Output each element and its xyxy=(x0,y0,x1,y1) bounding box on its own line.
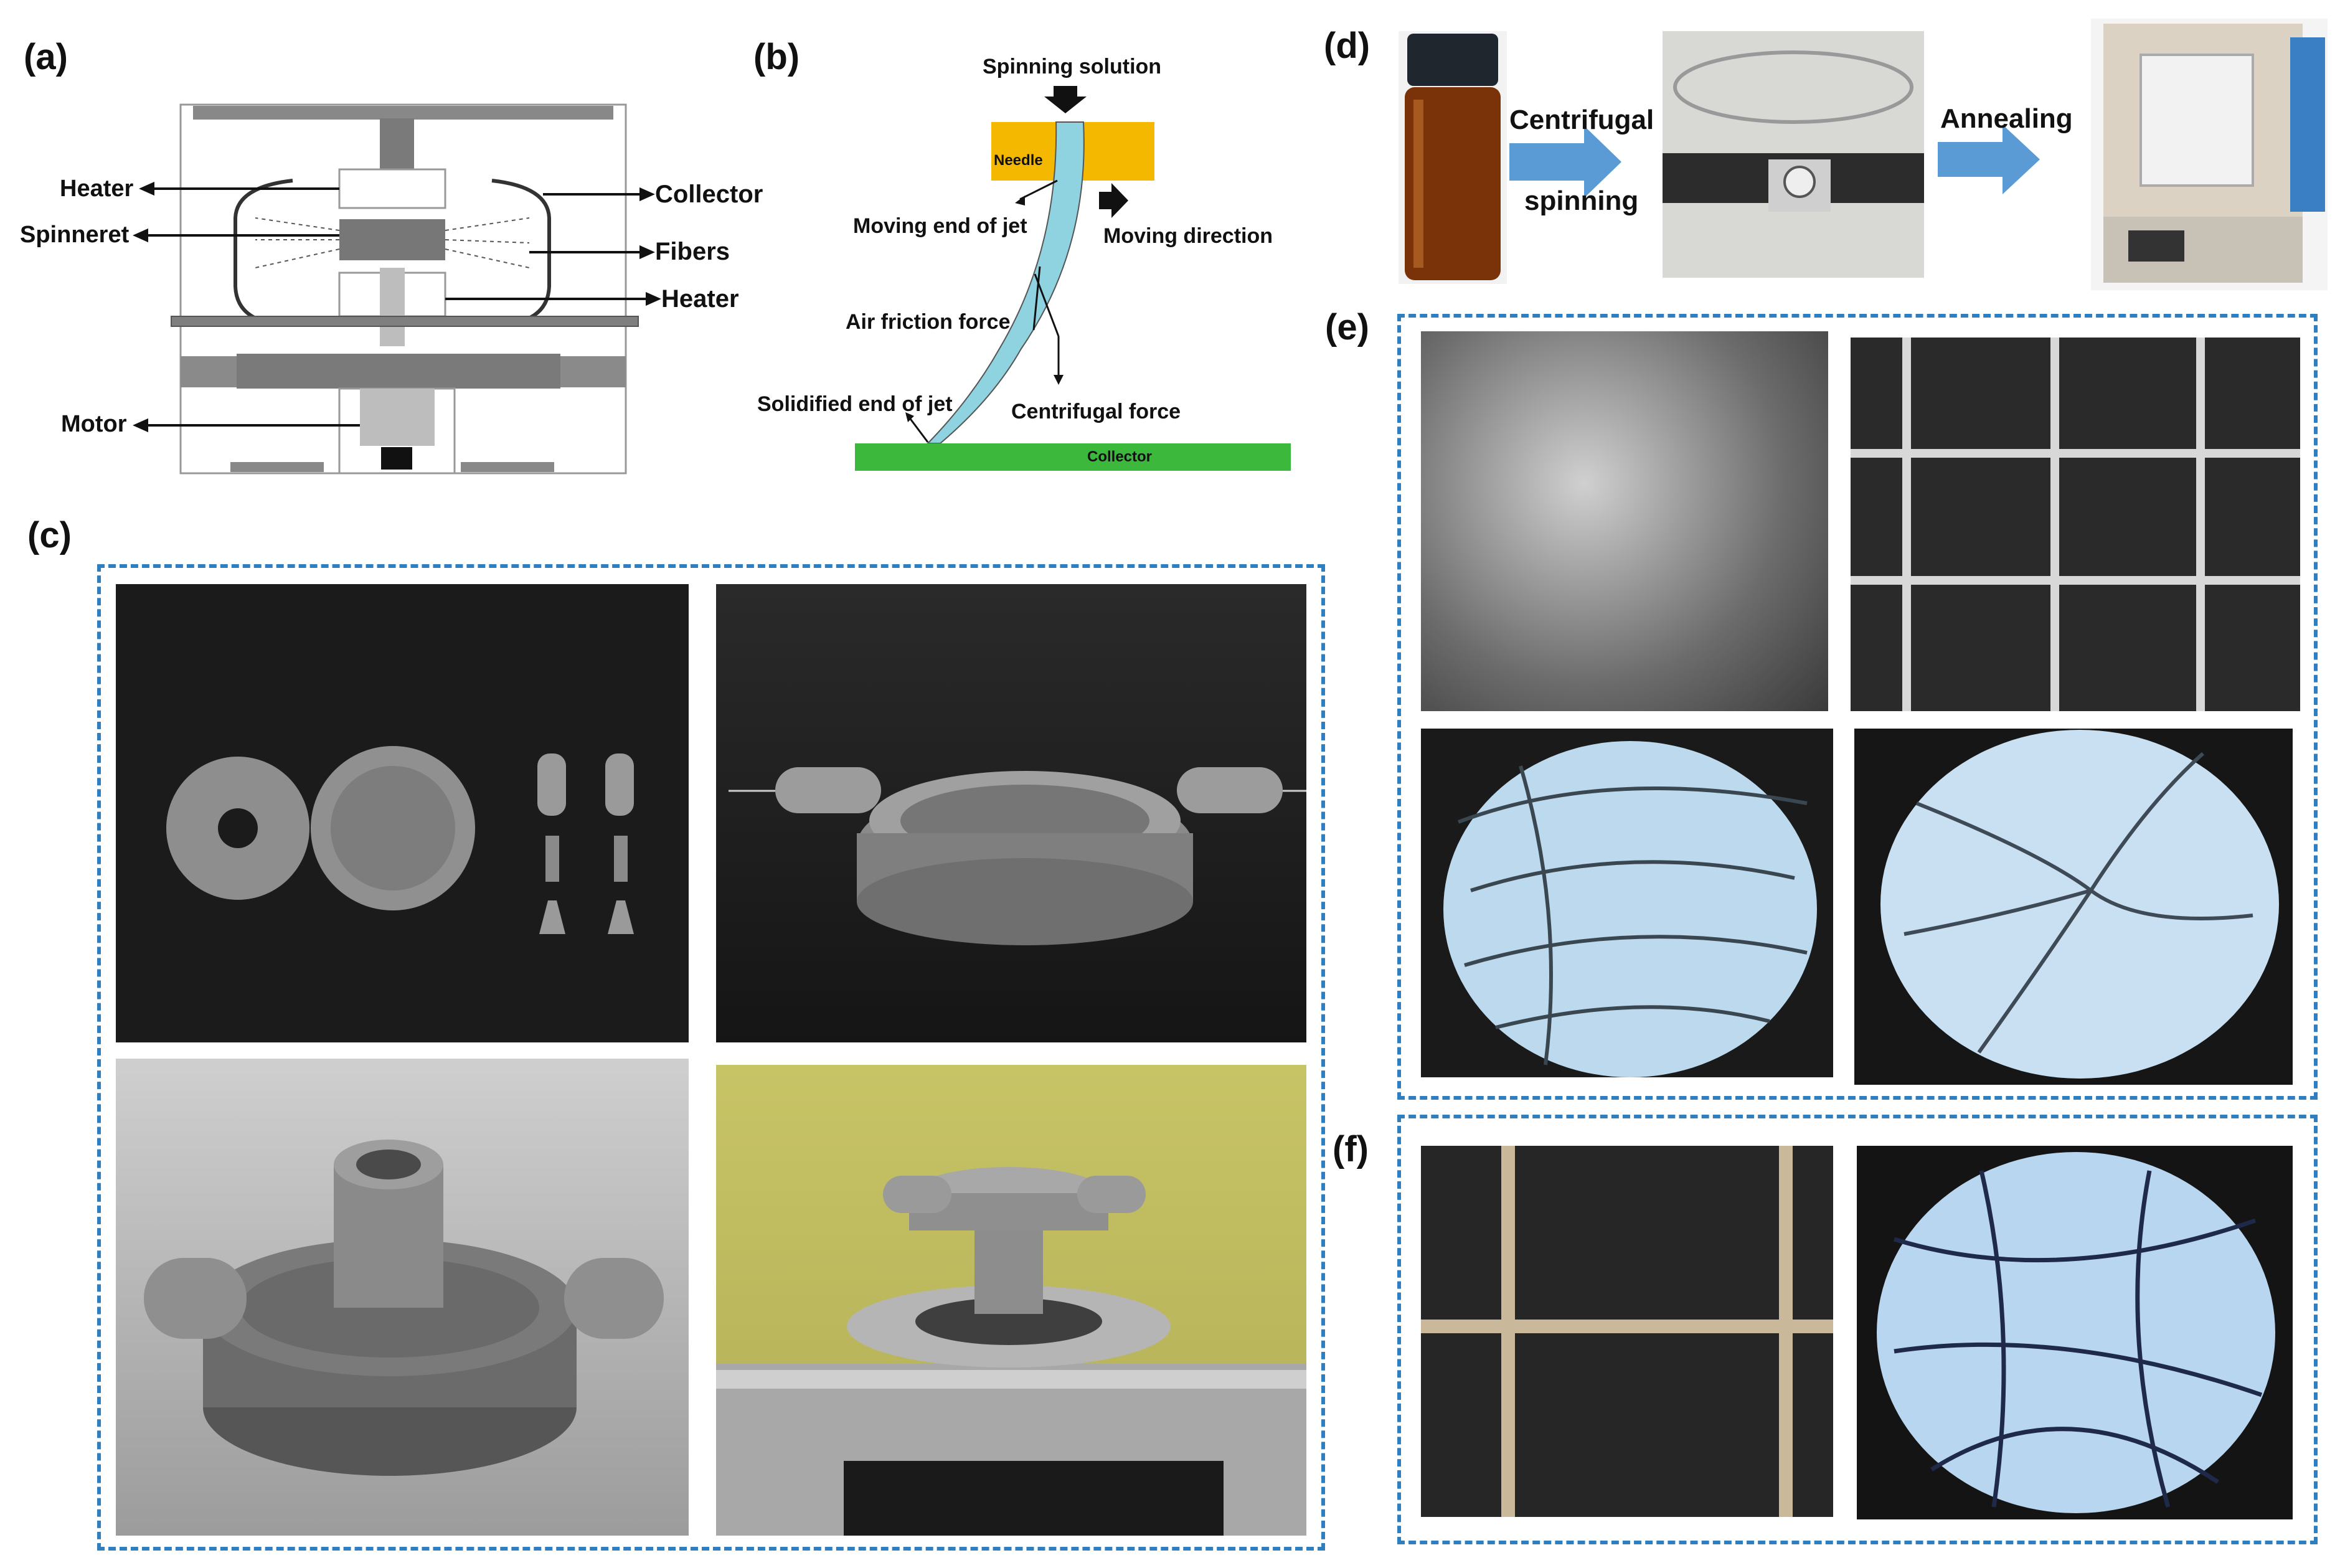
panel-e-label: (e) xyxy=(1325,307,1369,347)
heater-bottom-label: Heater xyxy=(661,285,739,313)
micrograph-fibers-dense xyxy=(1421,729,1833,1077)
heater-top-label: Heater xyxy=(60,176,134,202)
annealed-micrograph-photo xyxy=(1857,1146,2293,1519)
centrifugal-spinning-apparatus-drawing xyxy=(133,103,661,475)
centrifugal-step-label-line1: Centrifugal xyxy=(1509,105,1654,135)
air-friction-label: Air friction force xyxy=(846,310,1011,334)
collector-bar-label: Collector xyxy=(1087,448,1153,465)
solution-vial-photo xyxy=(1399,31,1507,284)
jet-forces-drawing xyxy=(855,86,1291,471)
spinning-collector-cage-photo xyxy=(1663,31,1924,278)
panel-c-label: (c) xyxy=(27,515,72,555)
centrifugal-step-label-line2: spinning xyxy=(1524,186,1639,216)
panel-d-label: (d) xyxy=(1324,26,1371,66)
panel-f-label: (f) xyxy=(1333,1129,1369,1169)
fibers-on-grid-photo xyxy=(1851,338,2300,711)
panel-a-label: (a) xyxy=(24,37,68,77)
panel-c-frame xyxy=(97,564,1325,1551)
annealing-arrow xyxy=(1938,125,2040,194)
centrifugal-force-label: Centrifugal force xyxy=(1011,400,1181,423)
micrograph-fibers-sparse xyxy=(1854,729,2293,1085)
spinning-solution-label: Spinning solution xyxy=(983,55,1162,78)
motor-label: Motor xyxy=(61,411,127,437)
moving-direction-label: Moving direction xyxy=(1103,224,1273,248)
panel-e-frame xyxy=(1397,314,2318,1100)
moving-end-label: Moving end of jet xyxy=(853,214,1027,238)
fibers-label: Fibers xyxy=(655,238,730,265)
annealing-step-label: Annealing xyxy=(1940,103,2073,134)
panel-a-schematic: Heater Spinneret Motor Collector Fibers … xyxy=(0,0,778,498)
spinneret-label: Spinneret xyxy=(20,222,130,248)
spinneret-assembled-photo xyxy=(716,584,1306,1042)
fiber-mat-photo xyxy=(1421,331,1828,711)
solidified-end-label: Solidified end of jet xyxy=(757,392,953,416)
panel-b-jet-diagram: Spinning solution Needle Moving end of j… xyxy=(747,0,1308,498)
spinneret-parts-photo xyxy=(116,584,689,1042)
annealed-fibers-on-grid-photo xyxy=(1421,1146,1833,1517)
annealing-furnace-photo xyxy=(2091,19,2328,290)
spinneret-on-motor-photo xyxy=(716,1065,1306,1536)
collector-label: Collector xyxy=(655,181,763,208)
needle-label: Needle xyxy=(994,152,1043,169)
panel-b-label: (b) xyxy=(753,37,800,77)
centrifugal-spinning-arrow xyxy=(1509,126,1621,198)
panel-f-frame xyxy=(1397,1115,2318,1544)
spinneret-stack-photo xyxy=(116,1059,689,1536)
